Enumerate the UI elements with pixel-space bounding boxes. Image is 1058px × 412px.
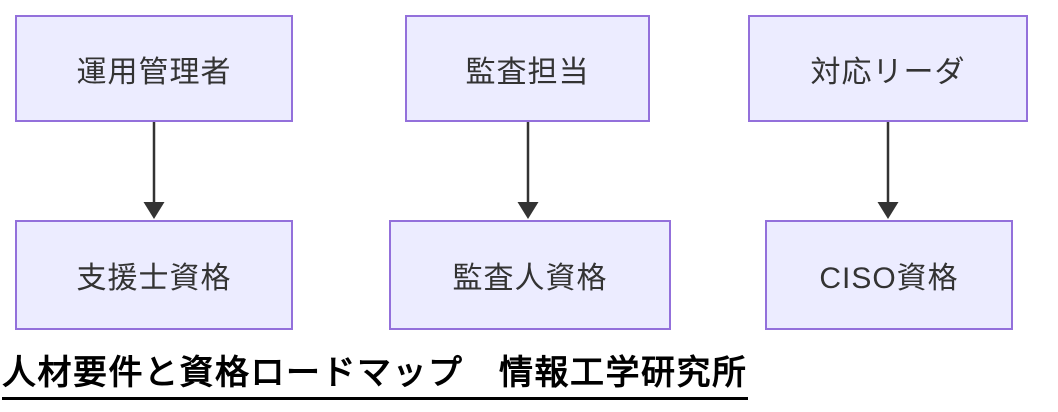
node-auditor-qualification: 監査人資格 [389, 220, 671, 330]
node-response-leader: 対応リーダ [748, 15, 1028, 122]
node-ciso-qualification: CISO資格 [765, 220, 1013, 330]
diagram-caption: 人材要件と資格ロードマップ 情報工学研究所 [2, 352, 748, 400]
edge-arrow-operations-to-support-cert [143, 122, 165, 219]
node-support-specialist-qualification: 支援士資格 [15, 220, 293, 330]
node-operations-manager: 運用管理者 [15, 15, 293, 122]
edge-arrow-leader-to-ciso-cert [877, 122, 899, 219]
node-audit-staff: 監査担当 [405, 15, 650, 122]
edge-arrow-audit-to-auditor-cert [517, 122, 539, 219]
